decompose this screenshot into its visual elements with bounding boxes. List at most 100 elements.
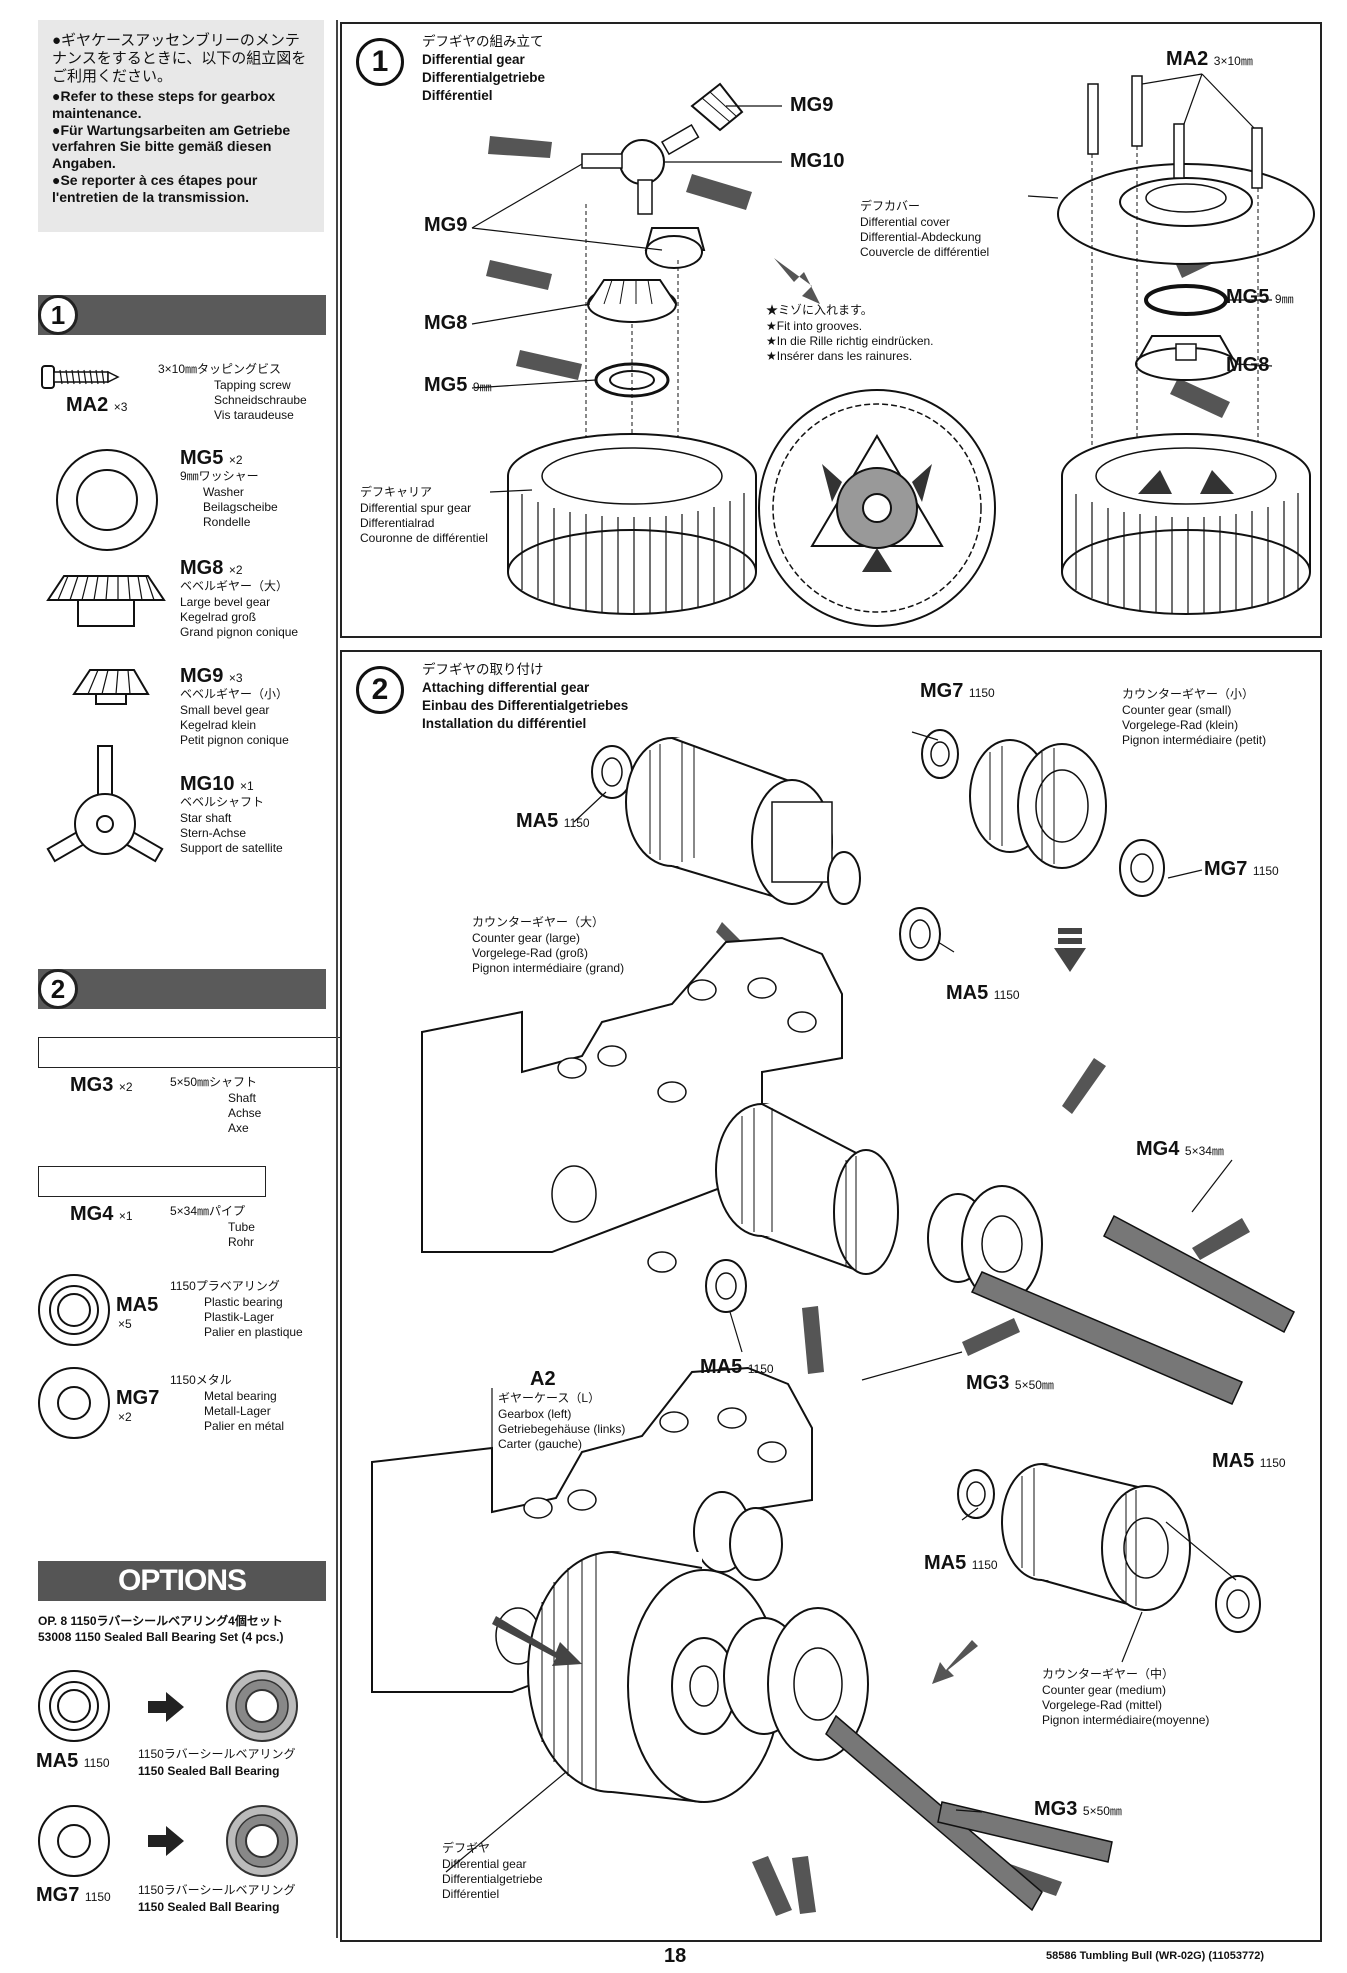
cover-de: Differential-Abdeckung [860, 230, 982, 244]
counter-small-en: Counter gear (small) [1122, 703, 1232, 717]
opt-mg7-label: MG7 1150 [36, 1884, 111, 1906]
counter-large-jp: カウンターギヤー（大） [472, 915, 605, 929]
carrier-de: Differentialrad [360, 516, 435, 530]
mg3-fr: Axe [228, 1121, 249, 1135]
step1-title-en: Differential gear [422, 52, 525, 67]
mg8-fr: Grand pignon conique [180, 625, 299, 639]
step2-title-fr: Installation du différentiel [422, 716, 587, 731]
step1-panel: 1 デフギヤの組み立て Differential gear Differenti… [340, 22, 1322, 638]
screw-icon [41, 365, 120, 389]
mg10-de: Stern-Achse [180, 826, 247, 840]
ma5-en: Plastic bearing [204, 1295, 283, 1309]
mg10-fr: Support de satellite [180, 841, 283, 855]
mg9-code: MG9 ×3 [180, 665, 243, 687]
mg5-en: Washer [203, 485, 244, 499]
step1-mg8r-label: MG8 [1226, 354, 1270, 376]
options-line2: 53008 1150 Sealed Ball Bearing Set (4 pc… [38, 1630, 284, 1644]
mg3-code: MG3 ×2 [70, 1074, 133, 1096]
ma5-fr: Palier en plastique [204, 1325, 303, 1339]
step2-ma5b-label: MA5 1150 [946, 982, 1020, 1004]
mg8-en: Large bevel gear [180, 595, 271, 609]
mg7-en: Metal bearing [204, 1389, 277, 1403]
star-shaft-icon [46, 745, 164, 863]
cover-en: Differential cover [860, 215, 950, 229]
mg7-bearing-before-icon [38, 1805, 110, 1877]
tube-icon [38, 1166, 266, 1197]
step1-mg8-label: MG8 [424, 312, 468, 334]
step2-panel: 2 デフギヤの取り付け Attaching differential gear … [340, 650, 1322, 1942]
step2-mg7a-label: MG7 1150 [920, 680, 995, 702]
mg5-fr: Rondelle [203, 515, 251, 529]
ma5-bearing-before-icon [38, 1670, 110, 1742]
counter-medium-jp: カウンターギヤー（中） [1042, 1667, 1175, 1681]
opt-ma5-label: MA5 1150 [36, 1750, 110, 1772]
carrier-jp: デフキャリア [360, 485, 433, 499]
note-fr: ●Se reporter à ces étapes pour l'entreti… [52, 171, 258, 205]
mg7-fr: Palier en métal [204, 1419, 285, 1433]
ma2-en: Tapping screw [214, 378, 291, 392]
counter-medium-en: Counter gear (medium) [1042, 1683, 1167, 1697]
opt-ma5-en: 1150 Sealed Ball Bearing [138, 1764, 280, 1778]
large-bevel-gear-icon [46, 575, 166, 627]
mg4-de: Rohr [228, 1235, 255, 1249]
note-de: ●Für Wartungsarbeiten am Getriebe verfah… [52, 121, 291, 172]
mg9-fr: Petit pignon conique [180, 733, 289, 747]
step2-number: 2 [356, 666, 404, 714]
mg3-jp: 5×50㎜シャフト [170, 1075, 258, 1089]
step2-mg7b-label: MG7 1150 [1204, 858, 1279, 880]
mg5-code: MG5 ×2 [180, 447, 243, 469]
mg7-code: MG7 [116, 1387, 160, 1409]
step1-mg9b-label: MG9 [424, 214, 468, 236]
counter-large-fr: Pignon intermédiaire (grand) [472, 961, 625, 975]
diff-gear-fr: Différentiel [442, 1887, 500, 1901]
cover-fr: Couvercle de différentiel [860, 245, 990, 259]
mg9-jp: ベベルギヤー（小） [180, 687, 289, 701]
step2-ma5a-label: MA5 1150 [516, 810, 590, 832]
groove-fr: ★Insérer dans les rainures. [766, 349, 913, 363]
carrier-fr: Couronne de différentiel [360, 531, 488, 545]
ma2-de: Schneidschraube [214, 393, 307, 407]
ma2-jp: 3×10㎜タッピングビス [158, 362, 282, 376]
counter-medium-de: Vorgelege-Rad (mittel) [1042, 1698, 1163, 1712]
counter-large-en: Counter gear (large) [472, 931, 581, 945]
mg9-en: Small bevel gear [180, 703, 270, 717]
mg9-de: Kegelrad klein [180, 718, 257, 732]
mg7-qty: ×2 [118, 1410, 132, 1424]
step2-ma5c-label: MA5 1150 [700, 1356, 774, 1378]
model-reference: 58586 Tumbling Bull (WR-02G) (11053772) [1046, 1950, 1265, 1962]
sealed-bearing-icon [226, 1805, 298, 1877]
step1-title-fr: Différentiel [422, 88, 493, 103]
gearbox-en: Gearbox (left) [498, 1407, 572, 1421]
mg10-en: Star shaft [180, 811, 232, 825]
mg4-en: Tube [228, 1220, 255, 1234]
sidebar-step2-bar: 2 [38, 969, 326, 1009]
mg3-en: Shaft [228, 1091, 257, 1105]
mg8-code: MG8 ×2 [180, 557, 243, 579]
gearbox-assembly-drawing [371, 729, 1295, 1916]
step1-title-jp: デフギヤの組み立て [422, 34, 544, 49]
plastic-bearing-icon [38, 1274, 110, 1346]
groove-jp: ★ミゾに入れます。 [766, 303, 873, 317]
groove-en: ★Fit into grooves. [766, 319, 863, 333]
options-title: OPTIONS [38, 1561, 326, 1601]
opt-mg7-jp: 1150ラバーシールベアリング [138, 1883, 296, 1897]
maintenance-note: ●ギヤケースアッセンブリーのメンテナンスをするときに、以下の組立図をご利用くださ… [38, 20, 324, 232]
ma5-jp: 1150プラベアリング [170, 1279, 280, 1293]
options-line1: OP. 8 1150ラバーシールベアリング4個セット [38, 1614, 283, 1628]
groove-de: ★In die Rille richtig eindrücken. [766, 334, 934, 348]
mg10-jp: ベベルシャフト [180, 795, 265, 809]
counter-small-de: Vorgelege-Rad (klein) [1122, 718, 1239, 732]
metal-bearing-icon [38, 1367, 110, 1439]
gearbox-fr: Carter (gauche) [498, 1437, 583, 1451]
mg3-de: Achse [228, 1106, 262, 1120]
page-number: 18 [664, 1945, 687, 1967]
counter-medium-fr: Pignon intermédiaire(moyenne) [1042, 1713, 1210, 1727]
mg4-code: MG4 ×1 [70, 1203, 133, 1225]
note-jp: ●ギヤケースアッセンブリーのメンテナンスをするときに、以下の組立図をご利用くださ… [52, 32, 307, 85]
mg4-jp: 5×34㎜パイプ [170, 1204, 246, 1218]
arrow-right-icon [148, 1692, 184, 1722]
sealed-bearing-icon [226, 1670, 298, 1742]
shaft-icon [38, 1037, 372, 1068]
diff-gear-en: Differential gear [442, 1857, 527, 1871]
mg8-de: Kegelrad groß [180, 610, 257, 624]
